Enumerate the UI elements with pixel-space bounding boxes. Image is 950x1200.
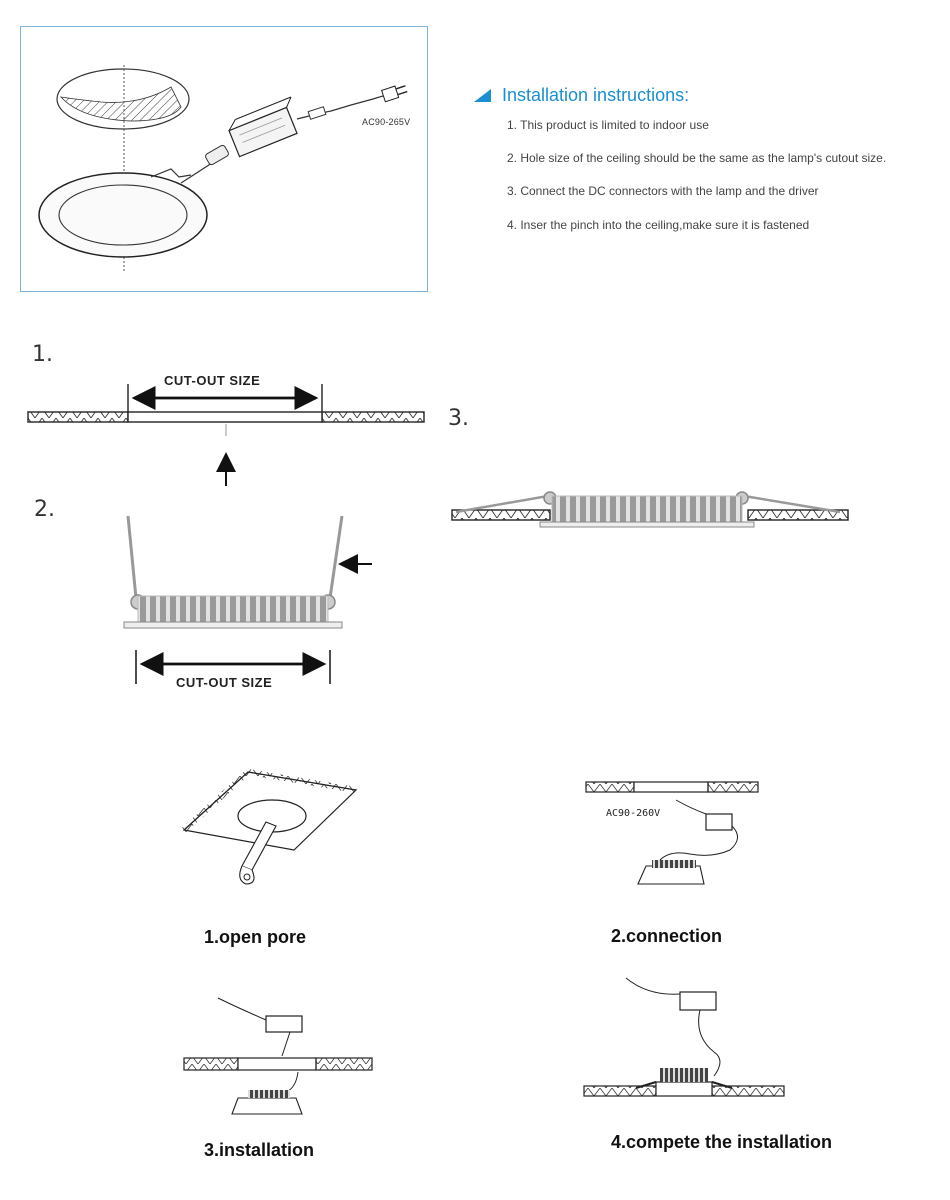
panel-light-body <box>38 172 208 258</box>
step-number-2: 2. <box>34 497 55 522</box>
led-driver-box <box>228 96 298 158</box>
instruction-step-4: 4. Inser the pinch into the ceiling,make… <box>507 218 810 232</box>
instruction-step-2: 2. Hole size of the ceiling should be th… <box>507 151 887 165</box>
panel-light-diffuser <box>58 184 188 246</box>
instructions-title: Installation instructions: <box>502 85 690 105</box>
caption-connection: 2.connection <box>611 926 723 946</box>
instruction-step-3: 3. Connect the DC connectors with the la… <box>507 184 819 198</box>
instruction-step-1: 1. This product is limited to indoor use <box>507 118 709 132</box>
cutout-steps-diagram <box>27 384 849 684</box>
ac-plug <box>381 85 408 103</box>
step1-ceiling-cutout <box>27 384 425 486</box>
triangle-bullet-icon <box>474 89 491 102</box>
step-number-3: 3. <box>448 406 469 431</box>
step-complete-illustration <box>583 977 785 1097</box>
panel-light-illustration <box>38 65 408 271</box>
step3-lamp-installed <box>451 491 849 528</box>
cutout-size-label-bottom: CUT-OUT SIZE <box>176 675 273 690</box>
caption-complete-installation: 4.compete the installation <box>611 1132 833 1152</box>
voltage-label: AC90-265V <box>362 117 411 127</box>
step-connection-illustration <box>585 781 759 885</box>
caption-open-pore: 1.open pore <box>204 927 307 947</box>
step-number-1: 1. <box>32 342 53 367</box>
step2-lamp-with-springs <box>123 515 372 684</box>
ceiling-hole-outline <box>56 68 190 130</box>
step-open-pore-illustration <box>181 768 358 885</box>
dc-connector <box>205 144 229 166</box>
caption-installation: 3.installation <box>204 1140 315 1160</box>
cutout-size-label-top: CUT-OUT SIZE <box>164 373 261 388</box>
voltage-label-small: AC90-260V <box>606 808 661 819</box>
product-illustration-frame <box>20 26 428 292</box>
installation-steps-illustrations <box>181 768 785 1115</box>
ceiling-cut-section <box>59 86 182 122</box>
step-installation-illustration <box>183 997 373 1115</box>
